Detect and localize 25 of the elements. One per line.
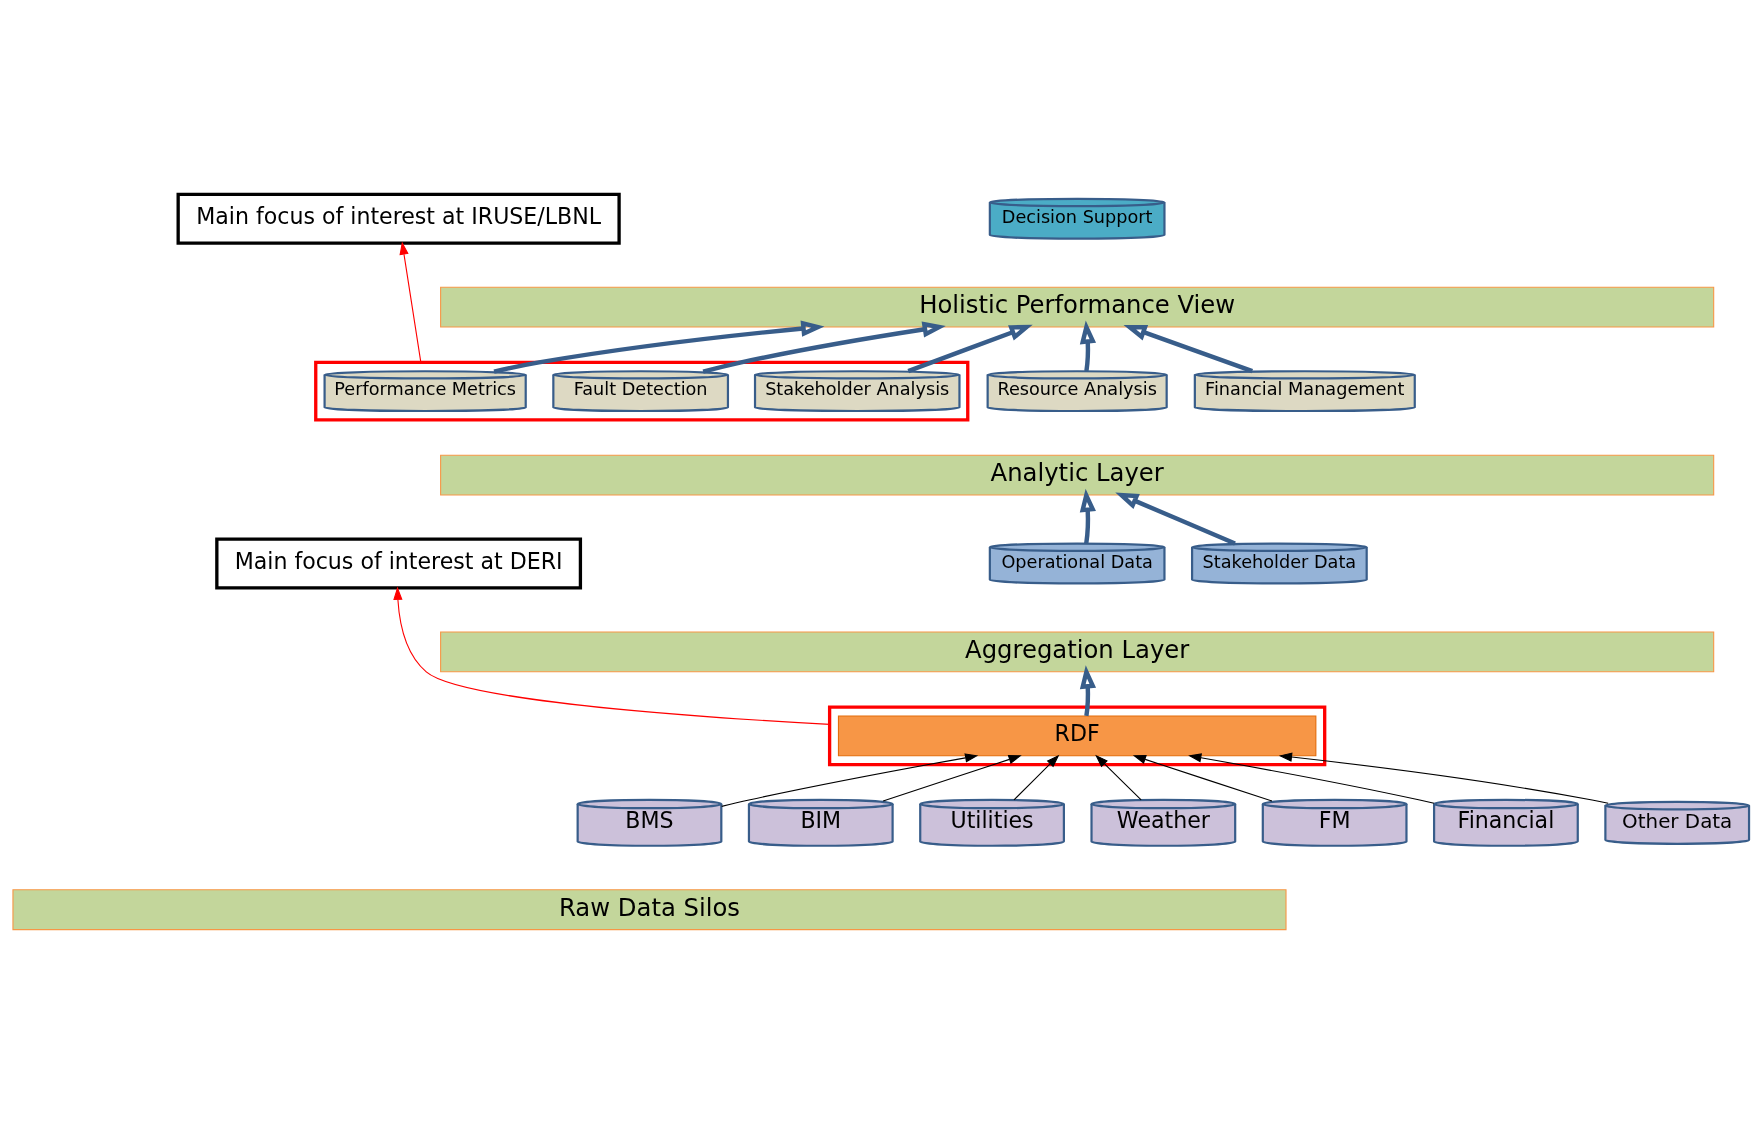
arrow (882, 755, 1022, 802)
arrow (907, 324, 1033, 374)
node-box: Analytic Layer (440, 454, 1715, 496)
arrow (1115, 492, 1236, 546)
arrow (1188, 753, 1435, 804)
arrow (1079, 320, 1097, 372)
node-box: Holistic Performance View (440, 286, 1715, 328)
node-box: Raw Data Silos (12, 889, 1287, 931)
arrow (1095, 754, 1142, 801)
node-box: Main focus of interest at DERI (215, 537, 583, 590)
arrow (399, 241, 422, 363)
arrow (1079, 665, 1097, 717)
arrow (702, 321, 946, 374)
node-box: Main focus of interest at IRUSE/LBNL (176, 192, 621, 245)
cluster (314, 360, 970, 422)
arrow (1132, 755, 1273, 802)
arrow (1123, 324, 1254, 374)
arrow (493, 320, 825, 374)
arrow (393, 586, 831, 725)
arrow (1278, 752, 1609, 804)
node-box: RDF (837, 715, 1317, 757)
arrow (1013, 754, 1060, 801)
node-box: Aggregation Layer (440, 631, 1715, 673)
arrow (721, 753, 979, 807)
arrow (1079, 488, 1096, 544)
